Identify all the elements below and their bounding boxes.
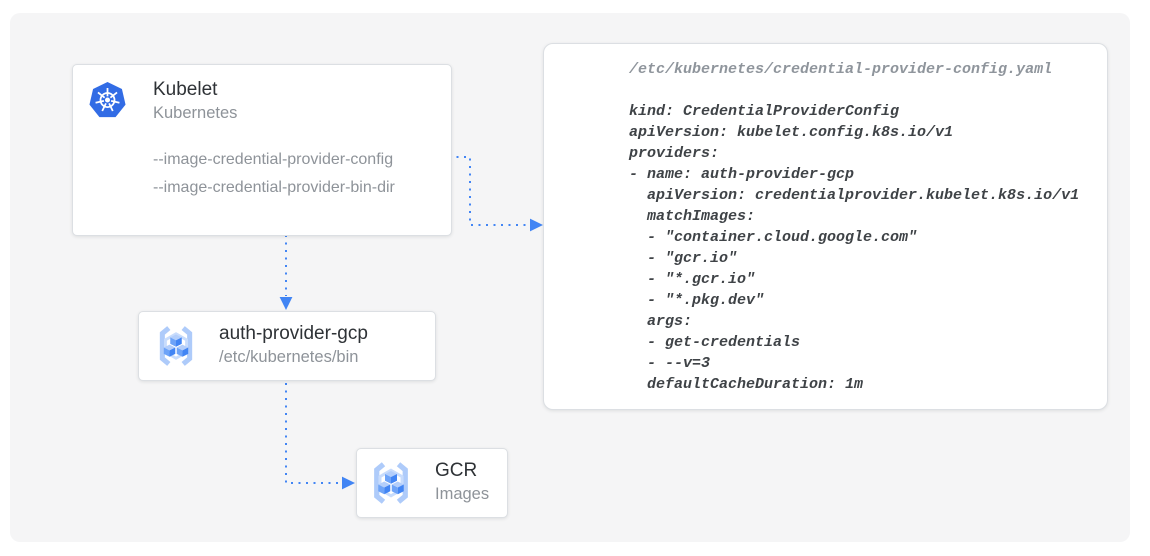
- auth-provider-gcp-node: auth-provider-gcp /etc/kubernetes/bin: [138, 311, 436, 381]
- kubelet-subtitle: Kubernetes: [153, 104, 238, 122]
- arrow-config-to-yaml-head: [530, 218, 543, 232]
- kubernetes-icon: [89, 82, 126, 118]
- flag-image-credential-provider-bin-dir: --image-credential-provider-bin-dir: [153, 178, 395, 196]
- gcr-images-icon: [374, 462, 408, 504]
- arrow-kubelet-to-auth-head: [279, 297, 293, 310]
- gcr-title: GCR: [435, 460, 478, 481]
- config-yaml-code: kind: CredentialProviderConfig apiVersio…: [629, 103, 1080, 393]
- gcr-node: GCR Images: [356, 448, 508, 518]
- container-registry-icon: [159, 326, 193, 366]
- diagram-canvas: Kubelet Kubernetes --image-credential-pr…: [10, 13, 1130, 542]
- arrow-auth-to-gcr-line: [285, 383, 341, 484]
- auth-provider-gcp-path: /etc/kubernetes/bin: [219, 348, 359, 366]
- flag-image-credential-provider-config: --image-credential-provider-config: [153, 151, 394, 168]
- kubelet-node: Kubelet Kubernetes --image-credential-pr…: [72, 64, 452, 236]
- auth-provider-gcp-title: auth-provider-gcp: [219, 323, 368, 344]
- config-file-path: /etc/kubernetes/credential-provider-conf…: [629, 61, 1053, 78]
- kubelet-flags: --image-credential-provider-config --ima…: [153, 146, 395, 201]
- credential-provider-config-card: /etc/kubernetes/credential-provider-conf…: [543, 43, 1108, 410]
- arrow-auth-to-gcr-head: [342, 476, 355, 490]
- kubelet-title: Kubelet: [153, 79, 218, 100]
- gcr-subtitle: Images: [435, 485, 490, 503]
